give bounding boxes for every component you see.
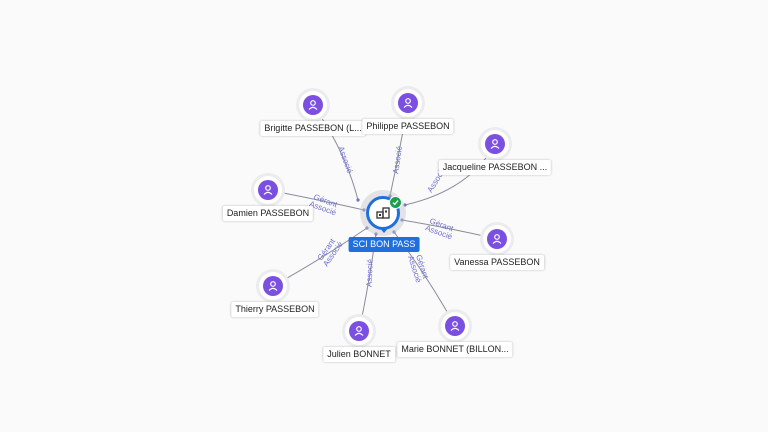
person-label[interactable]: Jacqueline PASSEBON ... (438, 160, 552, 175)
person-node[interactable] (483, 225, 511, 253)
person-node[interactable] (441, 312, 469, 340)
person-node[interactable] (345, 317, 373, 345)
relation-label: Associé (336, 145, 354, 175)
relation-arrow (400, 218, 404, 222)
person-node[interactable] (394, 89, 422, 117)
person-node[interactable] (254, 176, 282, 204)
relation-arrow (392, 230, 396, 234)
relation-arrow (362, 208, 366, 212)
relation-arrow (365, 226, 369, 230)
company-pin (379, 227, 389, 233)
person-icon (487, 229, 507, 249)
person-label[interactable]: Thierry PASSEBON (231, 302, 319, 317)
person-icon (349, 321, 369, 341)
person-icon (485, 134, 505, 154)
person-label[interactable]: Julien BONNET (323, 347, 395, 362)
person-icon (303, 95, 323, 115)
relation-label: Associé (391, 145, 404, 175)
relation-arrow (374, 232, 378, 236)
person-label[interactable]: Marie BONNET (BILLON... (397, 342, 513, 357)
person-label[interactable]: Philippe PASSEBON (362, 119, 454, 134)
person-label[interactable]: Vanessa PASSEBON (450, 255, 544, 270)
person-icon (258, 180, 278, 200)
building-icon (376, 207, 390, 219)
person-icon (263, 276, 283, 296)
person-node[interactable] (299, 91, 327, 119)
person-icon (445, 316, 465, 336)
person-label[interactable]: Damien PASSEBON (222, 206, 314, 221)
relation-label: Associé (365, 258, 375, 287)
verified-check-icon (389, 196, 402, 209)
person-label[interactable]: Brigitte PASSEBON (L... (260, 121, 366, 136)
person-node[interactable] (481, 130, 509, 158)
relation-arrow (356, 198, 360, 202)
relation-arrow (403, 203, 407, 207)
relation-edge (312, 104, 359, 201)
person-node[interactable] (259, 272, 287, 300)
company-label[interactable]: SCI BON PASS (348, 237, 420, 252)
person-icon (398, 93, 418, 113)
